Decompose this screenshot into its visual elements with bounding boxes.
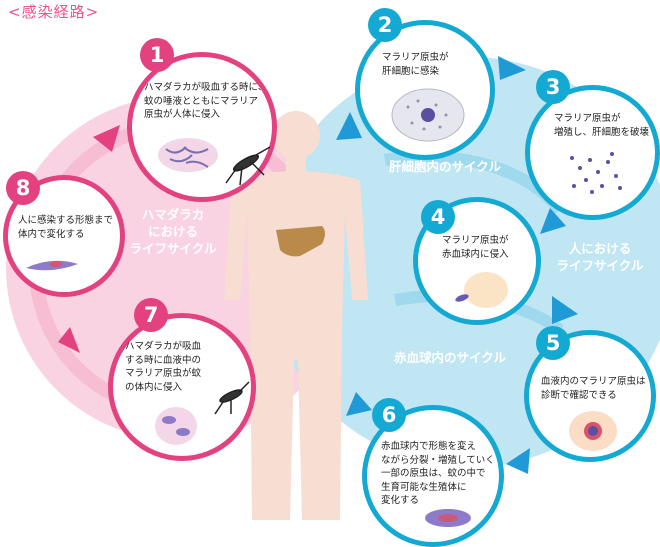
- human-cycle-label-line: 人における: [568, 241, 632, 256]
- step-7-text: ハマダラカが吸血 する時に血液中の マラリア原虫が蚊 の体内に侵入: [125, 340, 225, 394]
- step-2-circle: マラリア原虫が 肝細胞に感染: [355, 20, 495, 160]
- mosquito-icon: [214, 381, 250, 415]
- arrow-8-to-1: [93, 125, 120, 152]
- step-1-circle: ハマダラカが吸血する時に、 蚊の唾液とともにマラリア 原虫が人体に侵入: [127, 52, 277, 202]
- step-line: 人に感染する形態まで: [18, 215, 114, 226]
- step-line: 生育可能な生殖体に: [381, 481, 467, 493]
- step-line: 体内で変化する: [18, 228, 85, 240]
- red-blood-cell-illustration: [455, 272, 508, 308]
- gametocyte-illustration: [425, 509, 471, 527]
- step-line: 一部の原虫は、蚊の中で: [381, 468, 486, 479]
- human-cycle-label: 人における ライフサイクル: [555, 240, 645, 274]
- step-line: 診断で確認できる: [541, 389, 617, 401]
- mosquito-cycle-label-line: における: [147, 224, 198, 239]
- step-7-circle: ハマダラカが吸血 する時に血液中の マラリア原虫が蚊 の体内に侵入: [108, 313, 256, 461]
- step-line: マラリア原虫が蚊: [125, 368, 202, 379]
- arrow-5-to-6: [506, 448, 530, 474]
- liver-cycle-label: 肝細胞内のサイクル: [389, 159, 501, 174]
- mosquito-cycle-label-line: ライフサイクル: [129, 241, 217, 256]
- step-6-badge: 6: [372, 398, 406, 432]
- arrow-1-to-2: [336, 112, 362, 140]
- step-line: マラリア原虫が: [554, 113, 621, 124]
- step-line: 増殖し、肝細胞を破壊: [554, 126, 650, 138]
- liver-icon: [276, 226, 325, 257]
- step-line: 原虫が人体に侵入: [144, 109, 221, 120]
- step-line: ハマダラカが吸血する時に、: [144, 82, 268, 93]
- liver-cell-illustration: [391, 88, 465, 142]
- step-3-circle: マラリア原虫が 増殖し、肝細胞を破壊: [525, 85, 660, 220]
- step-line: 赤血球内で形態を変え: [381, 441, 477, 452]
- rbc-cycle-label: 赤血球内のサイクル: [394, 350, 506, 365]
- human-cycle-label-line: ライフサイクル: [556, 258, 644, 273]
- human-cycle-arrows: [336, 56, 578, 474]
- arrow-6-to-7: [346, 392, 372, 416]
- step-8-text: 人に感染する形態まで 体内で変化する: [18, 214, 126, 241]
- gametocytes-in-mosquito-illustration: [155, 407, 197, 445]
- sporozoite-illustration: [158, 138, 218, 172]
- mosquito-cycle-label: ハマダラカ における ライフサイクル: [128, 206, 218, 257]
- step-line: の体内に侵入: [125, 381, 183, 393]
- arrow-7-to-8: [58, 327, 80, 353]
- step-line: 変化する: [381, 495, 420, 506]
- ruptured-cell-illustration: [570, 152, 622, 194]
- step-line: 蚊の唾液とともにマラリア: [144, 95, 259, 107]
- step-line: マラリア原虫が: [442, 235, 509, 246]
- step-8-badge: 8: [6, 171, 40, 205]
- infected-cell-illustration: [569, 411, 617, 451]
- step-line: 血液内のマラリア原虫は: [541, 376, 646, 387]
- step-2-text: マラリア原虫が 肝細胞に感染: [382, 51, 492, 78]
- step-5-text: 血液内のマラリア原虫は 診断で確認できる: [541, 375, 656, 402]
- step-line: ハマダラカが吸血: [125, 341, 202, 352]
- mosquito-cycle-label-line: ハマダラカ: [141, 207, 205, 222]
- arrow-2-to-3: [498, 56, 526, 80]
- step-3-badge: 3: [536, 70, 570, 104]
- human-body: [224, 111, 368, 520]
- step-2-badge: 2: [368, 8, 402, 42]
- step-line: ながら分裂・増殖していく: [381, 454, 495, 466]
- step-4-badge: 4: [421, 200, 455, 234]
- arrow-3-to-4: [540, 208, 566, 234]
- step-6-text: 赤血球内で形態を変え ながら分裂・増殖していく 一部の原虫は、蚊の中で 生育可能…: [381, 440, 506, 508]
- ookinete-illustration: [26, 260, 78, 271]
- step-1-badge: 1: [140, 38, 174, 72]
- step-5-badge: 5: [536, 326, 570, 360]
- step-line: 肝細胞に感染: [382, 65, 440, 77]
- step-4-circle: マラリア原虫が 赤血球内に侵入: [413, 197, 541, 325]
- mosquito-icon: [225, 146, 271, 186]
- step-line: マラリア原虫が: [382, 52, 449, 63]
- step-7-badge: 7: [134, 298, 168, 332]
- step-4-text: マラリア原虫が 赤血球内に侵入: [442, 234, 542, 261]
- arrow-4-to-5: [552, 296, 578, 324]
- step-line: する時に血液中の: [125, 354, 202, 366]
- step-line: 赤血球内に侵入: [442, 248, 509, 260]
- step-3-text: マラリア原虫が 増殖し、肝細胞を破壊: [554, 112, 660, 139]
- section-title: <感染経路>: [8, 3, 100, 21]
- step-1-text: ハマダラカが吸血する時に、 蚊の唾液とともにマラリア 原虫が人体に侵入: [144, 81, 274, 122]
- mosquito-cycle-arrows: [58, 125, 120, 353]
